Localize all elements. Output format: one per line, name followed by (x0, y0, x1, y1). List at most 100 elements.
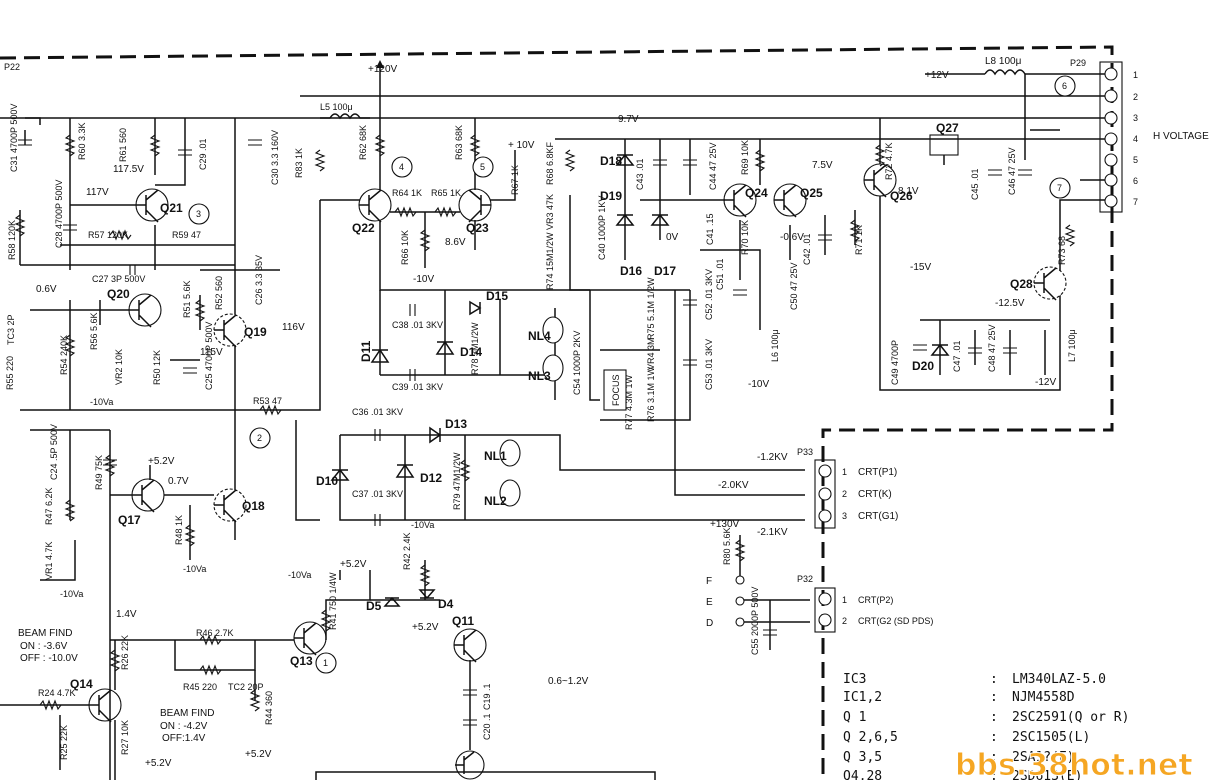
p29-pin-label: 2 (1133, 92, 1138, 102)
resistor-symbols (14, 134, 1076, 712)
parts-part: 2SC1505(L) (1012, 730, 1090, 745)
label-c38: C38 .01 3KV (392, 320, 443, 330)
diode-d20-symbol (930, 343, 950, 356)
arrow-up-icon (376, 60, 384, 75)
p29-pin-label: 7 (1133, 197, 1138, 207)
m10a: -10Va (90, 397, 113, 407)
v120-label: +120V (368, 64, 398, 75)
label-r63: R63 68K (454, 125, 464, 160)
label-r74: R74 15M1/2W (545, 232, 555, 290)
v81: 8.1V (898, 186, 919, 197)
label-c42: C42 .01 (802, 233, 812, 265)
label-c48: C48 47 25V (987, 324, 997, 372)
d16-label: D16 (620, 264, 642, 278)
label-c50: C50 47 25V (789, 262, 799, 310)
terminal-f (735, 575, 745, 585)
v116: 116V (282, 322, 305, 333)
label-r49: R49 75K (94, 455, 104, 490)
nl2-label: NL2 (484, 494, 507, 508)
wiring-middle (320, 118, 1060, 521)
label-c28: C28 4700P 500V (54, 180, 64, 248)
label-c24: C24 .5P 500V (49, 424, 59, 480)
label-c37: C37 .01 3KV (352, 489, 403, 499)
v125: -12.5V (995, 298, 1025, 309)
focus-box (603, 369, 627, 411)
d11-label: D11 (359, 340, 373, 362)
label-vr4: VR4 3M (646, 337, 656, 370)
label-r46: R46 2.7K (196, 628, 234, 638)
label-r41: R41 750 1/4W (328, 572, 338, 630)
v52a: +5.2V (148, 456, 175, 467)
p29-pin-label: 5 (1133, 155, 1138, 165)
v-20kv-label: -2.0KV (718, 480, 749, 491)
diode-d4-symbol (418, 589, 436, 600)
label-c51: C51 .01 (715, 258, 725, 290)
beam-find-2-off: OFF:1.4V (162, 733, 206, 744)
m10d: -10Va (411, 520, 434, 530)
transistor-q20 (128, 293, 162, 328)
parts-part: NJM4558D (1012, 690, 1075, 705)
d20-label: D20 (912, 359, 934, 373)
label-r83: R83 1K (294, 148, 304, 178)
v12-label: +12V (925, 70, 949, 81)
p29-pin-label: 4 (1133, 134, 1138, 144)
p29-pin-label: 6 (1133, 176, 1138, 186)
v130-label: +130V (710, 519, 740, 530)
label-r24: R24 4.7K (38, 688, 76, 698)
q23-label: Q23 (466, 221, 489, 235)
label-r25: R25 22K (59, 725, 69, 760)
d-label: D (706, 618, 713, 629)
label-c41: C41 .15 (705, 213, 715, 245)
beam-find-1: BEAM FIND (18, 628, 72, 639)
q27-label: Q27 (936, 121, 959, 135)
beam-find-2: BEAM FIND (160, 708, 214, 719)
label-c27: C27 3P 500V (92, 274, 145, 284)
label-r69: R69 10K (740, 140, 750, 175)
label-c47: C47 .01 (952, 340, 962, 372)
label-r54: R54 240K (59, 335, 69, 375)
nl1-label: NL1 (484, 449, 507, 463)
label-r73: R73 68 (1057, 236, 1067, 265)
transistor-q26 (863, 163, 897, 198)
label-r64: R64 1K (392, 188, 422, 198)
diode-d15 (469, 300, 482, 316)
label-c54: C54 1000P 2KV (572, 331, 582, 395)
label-r51: R51 5.6K (182, 280, 192, 318)
label-r59: R59 47 (172, 230, 201, 240)
parts-colon: : (990, 750, 998, 765)
parts-part: 2SA1?(E) (1012, 750, 1075, 765)
transistor-q19 (213, 313, 247, 348)
p33-pin: 2 (842, 489, 847, 499)
l8-label: L8 100μ (985, 56, 1022, 67)
f-label: F (706, 576, 712, 587)
v-12kv-label: -1.2KV (757, 452, 788, 463)
q25-label: Q25 (800, 186, 823, 200)
d13-label: D13 (445, 417, 467, 431)
v07: 0.7V (168, 476, 189, 487)
transistor-bottom (455, 750, 485, 780)
neon-nl4 (542, 316, 564, 344)
d5-label: D5 (366, 599, 382, 613)
label-c52: C52 .01 3KV (704, 269, 714, 320)
neon-nl2 (499, 479, 521, 507)
wiring-p32 (739, 535, 810, 650)
label-r42: R42 2.4K (402, 532, 412, 570)
e-label: E (706, 597, 713, 608)
d17-label: D17 (654, 264, 676, 278)
label-c26: C26 3.3 35V (254, 255, 264, 305)
label-r56: R56 5.6K (89, 312, 99, 350)
label-r65: R65 1K (431, 188, 461, 198)
label-r48: R48 1K (174, 515, 184, 545)
v1175: 117.5V (113, 164, 144, 175)
parts-ref: Q4,28 (843, 769, 882, 780)
label-tc3: TC3 2P (6, 314, 16, 345)
label-r57: R57 120K (88, 230, 128, 240)
q21-label: Q21 (160, 201, 183, 215)
parts-colon: : (990, 769, 998, 780)
diode-d17-symbol (650, 213, 670, 226)
wiring-left-upper (19, 118, 321, 420)
parts-part: 2SC2591(Q or R) (1012, 710, 1129, 725)
q28-label: Q28 (1010, 277, 1033, 291)
crt-k-label: CRT(K) (858, 489, 892, 500)
beam-find-1-off: OFF : -10.0V (20, 653, 78, 664)
